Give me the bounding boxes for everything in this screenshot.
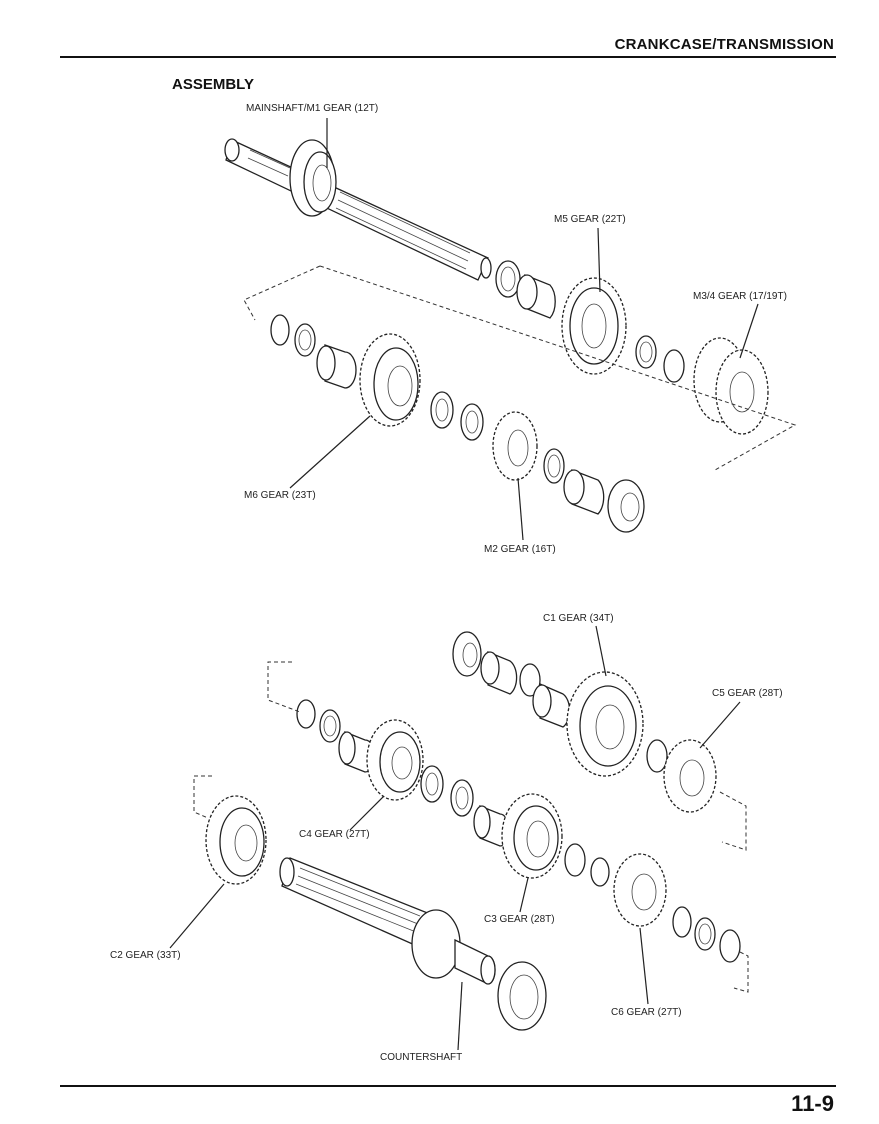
c4-circlip — [296, 699, 316, 729]
label-c5-gear: C5 GEAR (28T) — [712, 688, 783, 699]
header-rule — [60, 56, 836, 58]
c4-spline-washer — [420, 765, 444, 803]
c3-lock-washer — [450, 779, 474, 817]
label-m2-gear: M2 GEAR (16T) — [484, 544, 556, 555]
label-c4-gear: C4 GEAR (27T) — [299, 829, 370, 840]
m2-lock-washer — [460, 403, 484, 441]
mainshaft-group — [224, 118, 797, 541]
leader-countershaft — [457, 981, 463, 1051]
leader-c6 — [639, 927, 649, 1005]
c6-gear — [613, 853, 667, 927]
label-m34-gear: M3/4 GEAR (17/19T) — [693, 291, 787, 302]
leader-c1 — [595, 625, 607, 677]
m5-washer — [635, 335, 657, 369]
leader-m5 — [597, 227, 601, 293]
m6-washer — [294, 323, 316, 357]
leader-c3 — [519, 877, 529, 913]
m34-circlip — [663, 349, 685, 383]
c6-circlip — [590, 857, 610, 887]
label-c3-gear: C3 GEAR (28T) — [484, 914, 555, 925]
leader-c4 — [349, 795, 385, 831]
c6-circlip-b — [672, 906, 692, 938]
assembly-guide-line — [319, 265, 797, 471]
mainshaft-body — [225, 139, 489, 281]
leader-c5 — [699, 701, 741, 749]
m2-gear — [492, 411, 538, 481]
c6-washer — [694, 917, 716, 951]
label-c6-gear: C6 GEAR (27T) — [611, 1007, 682, 1018]
leader-c2 — [169, 883, 225, 949]
c3-washer — [564, 843, 586, 877]
countershaft-oil-seal — [497, 961, 547, 1031]
countershaft-group — [169, 625, 749, 1051]
section-title: ASSEMBLY — [172, 76, 254, 93]
leader-m2 — [517, 477, 524, 541]
c1-washer — [519, 663, 541, 697]
mainshaft-end — [224, 138, 240, 162]
footer-rule — [60, 1085, 836, 1087]
c5-washer — [646, 739, 668, 773]
leader-m6 — [289, 415, 371, 489]
label-c2-gear: C2 GEAR (33T) — [110, 950, 181, 961]
label-mainshaft-m1-gear: MAINSHAFT/M1 GEAR (12T) — [246, 103, 379, 114]
m6-spline-washer — [430, 391, 454, 429]
label-c1-gear: C1 GEAR (34T) — [543, 613, 614, 624]
label-m6-gear: M6 GEAR (23T) — [244, 490, 316, 501]
c5-gear — [663, 739, 717, 813]
m2-washer — [543, 448, 565, 484]
m6-circlip — [270, 314, 290, 346]
countershaft-flange — [411, 909, 461, 979]
label-m5-gear: M5 GEAR (22T) — [554, 214, 626, 225]
countershaft-bushing — [719, 929, 741, 963]
chapter-title: CRANKCASE/TRANSMISSION — [614, 36, 834, 53]
label-countershaft: COUNTERSHAFT — [380, 1052, 463, 1063]
leader-m34 — [739, 303, 759, 359]
mainshaft-splines — [247, 149, 471, 270]
c4-washer — [319, 709, 341, 743]
page-number: 11-9 — [791, 1091, 834, 1116]
